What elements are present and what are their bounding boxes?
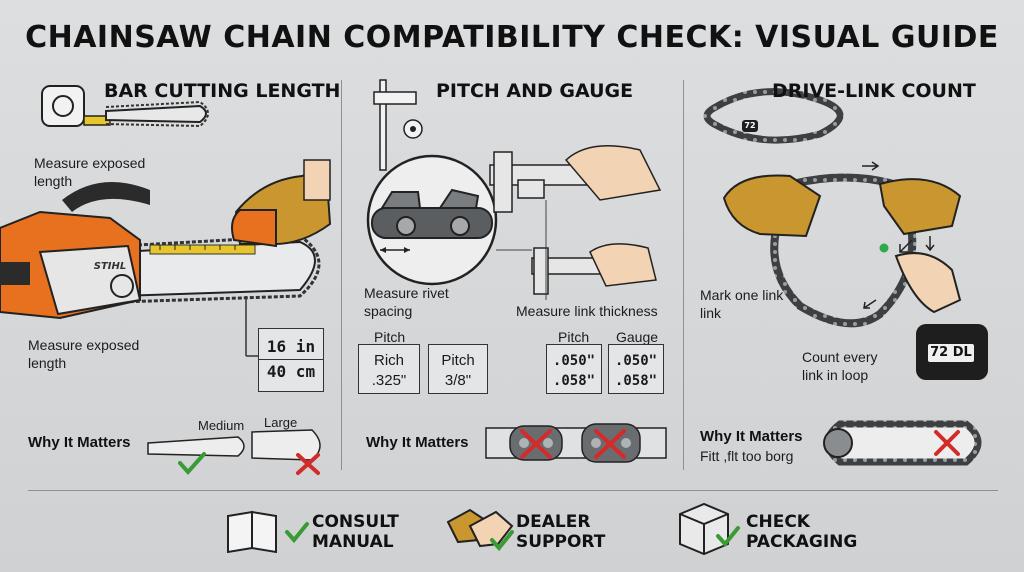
drive-why-sub: Fitt ,flt too borg [700,448,794,464]
pitch-column-label: Pitch [374,329,406,345]
gauge-option-box: .050" .058" [608,344,664,394]
dealer-support-label: DEALER SUPPORT [516,512,606,552]
box-line: .325" [371,372,407,389]
pitch-why-heading: Why It Matters [366,434,469,451]
pitch-option-box: Pitch 3/8" [428,344,488,394]
bar-length-heading: BAR CUTTING LENGTH [104,80,341,102]
pitch-column-label-2: Pitch [558,329,590,345]
bar-why-heading: Why It Matters [28,434,131,451]
dl-count: 72 [930,345,949,360]
small-bar-icon [105,100,209,128]
bar-size-medium-icon [147,436,245,457]
box-line: 3/8" [444,372,472,389]
cross-icon [934,430,960,456]
dl-tag-label: 72 DL [928,344,974,362]
book-icon [227,510,277,554]
bar-length-cm: 40 cm [259,359,323,384]
check-icon [178,452,206,476]
caliper-icon [373,79,423,171]
small-dl-tag: 72 [742,120,758,132]
size-medium-label: Medium [198,418,245,433]
chainsaw-illustration [0,159,332,320]
column-divider [341,80,342,470]
cross-icon [520,429,552,459]
gauge-option-box: .050" .058" [546,344,602,394]
cross-icon [594,429,626,459]
drive-why-heading: Why It Matters [700,428,803,445]
chain-bar-icon [823,420,982,466]
bar-size-large-icon [251,429,321,461]
handshake-icon [446,508,514,548]
pitch-gauge-heading: PITCH AND GAUGE [436,80,634,102]
box-line: .050" [614,353,658,369]
check-icon [716,526,740,548]
drive-link-heading: DRIVE-LINK COUNT [772,80,976,102]
dl-unit: DL [952,345,972,360]
link-thickness-label: Measure link thickness [516,303,658,319]
rivet-spacing-label: Measure rivet spacing [364,285,449,319]
footer-divider [28,490,998,491]
box-line: .058" [552,373,596,389]
box-icon [679,502,729,556]
chain-magnifier-illustration [366,154,498,286]
cross-icon [296,453,320,475]
size-large-label: Large [264,415,298,430]
brand-label: STIHL [93,261,127,272]
check-packaging-label: CHECK PACKAGING [746,512,858,552]
chain-loop-icon [703,88,844,144]
column-divider [683,80,684,470]
pitch-option-box: Rich .325" [358,344,420,394]
dl-tag-icon [916,324,988,380]
gauge-column-label: Gauge [616,329,659,345]
box-line: Pitch [441,352,475,369]
chain-loop-illustration [722,161,962,328]
bar-measure-label-top: Measure exposed length [34,155,146,189]
chain-compat-icons [485,423,667,463]
caliper-illustration [489,145,662,300]
box-line: .050" [552,353,596,369]
bar-length-inches: 16 in [266,337,316,356]
bar-length-readout: 16 in 40 cm [258,328,324,392]
bar-measure-label-bottom: Measure exposed length [28,337,140,371]
consult-manual-label: CONSULT MANUAL [312,512,399,552]
page-title: CHAINSAW CHAIN COMPATIBILITY CHECK: VISU… [25,20,999,55]
tape-measure-icon [41,85,111,127]
check-icon [490,530,514,552]
count-links-label: Count every link in loop [802,349,878,383]
mark-link-label: Mark one link link [700,287,784,321]
check-icon [285,522,309,544]
box-line: .058" [614,373,658,389]
box-line: Rich [373,352,404,369]
